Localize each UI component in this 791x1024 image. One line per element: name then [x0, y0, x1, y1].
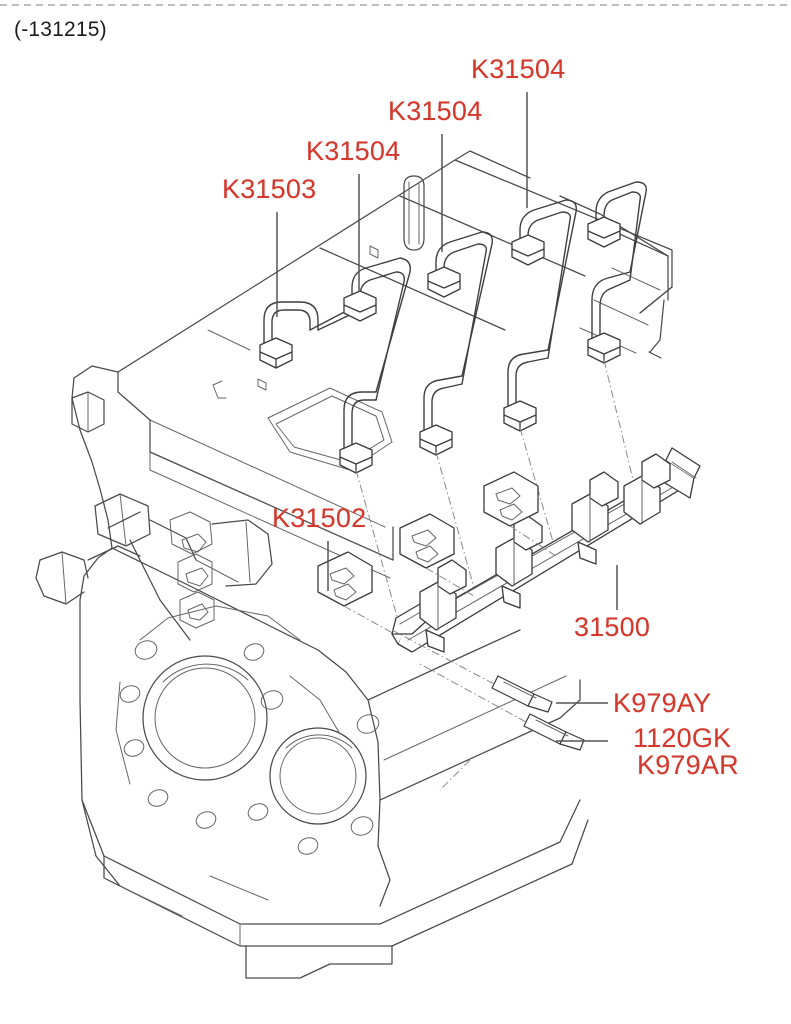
mount-bolts: [391, 629, 585, 791]
callout-k31502[interactable]: K31502: [272, 503, 367, 533]
bolt-upper: [491, 675, 553, 713]
callout-k31504-2[interactable]: K31504: [388, 96, 483, 126]
callout-k979ar[interactable]: K979AR: [637, 750, 739, 780]
pipe-clip: [403, 175, 425, 251]
callout-k31504-1[interactable]: K31504: [306, 136, 401, 166]
pipe-nut: [339, 442, 373, 474]
bolt-lower: [523, 713, 585, 751]
injector: [495, 515, 543, 609]
pipe-nut: [259, 337, 293, 369]
callout-31500[interactable]: 31500: [574, 612, 651, 642]
header-note: (-131215): [14, 18, 107, 41]
pipe-nut: [587, 332, 621, 364]
pipe-nut: [427, 266, 461, 298]
pipe-k31503: [259, 301, 357, 369]
callout-leaders: [276, 92, 618, 742]
pipe-k31504-1: [339, 257, 411, 474]
pipe-k31504-4: [587, 181, 647, 364]
pipe-nut: [343, 290, 377, 322]
injector: [571, 471, 619, 565]
injector: [623, 453, 671, 525]
high-pressure-pipes: [259, 175, 647, 621]
fuel-rail-assembly: [317, 447, 701, 653]
pipe-nut: [419, 424, 453, 456]
callout-k979ay[interactable]: K979AY: [613, 688, 712, 718]
pipe-k31504-3: [503, 199, 577, 432]
callout-k31503[interactable]: K31503: [222, 174, 317, 204]
pipe-nut: [511, 234, 545, 266]
pipe-nut: [503, 400, 537, 432]
callout-k31504-3[interactable]: K31504: [471, 54, 566, 84]
injector-clamp: [483, 471, 539, 527]
injector-clamp: [317, 551, 373, 607]
callout-1120gk[interactable]: 1120GK: [633, 723, 732, 753]
pipe-nut: [587, 216, 621, 248]
engine-block-artwork: [35, 150, 673, 979]
pipe-k31504-2: [419, 231, 493, 456]
injector-clamp: [399, 513, 455, 569]
injector: [419, 559, 467, 653]
